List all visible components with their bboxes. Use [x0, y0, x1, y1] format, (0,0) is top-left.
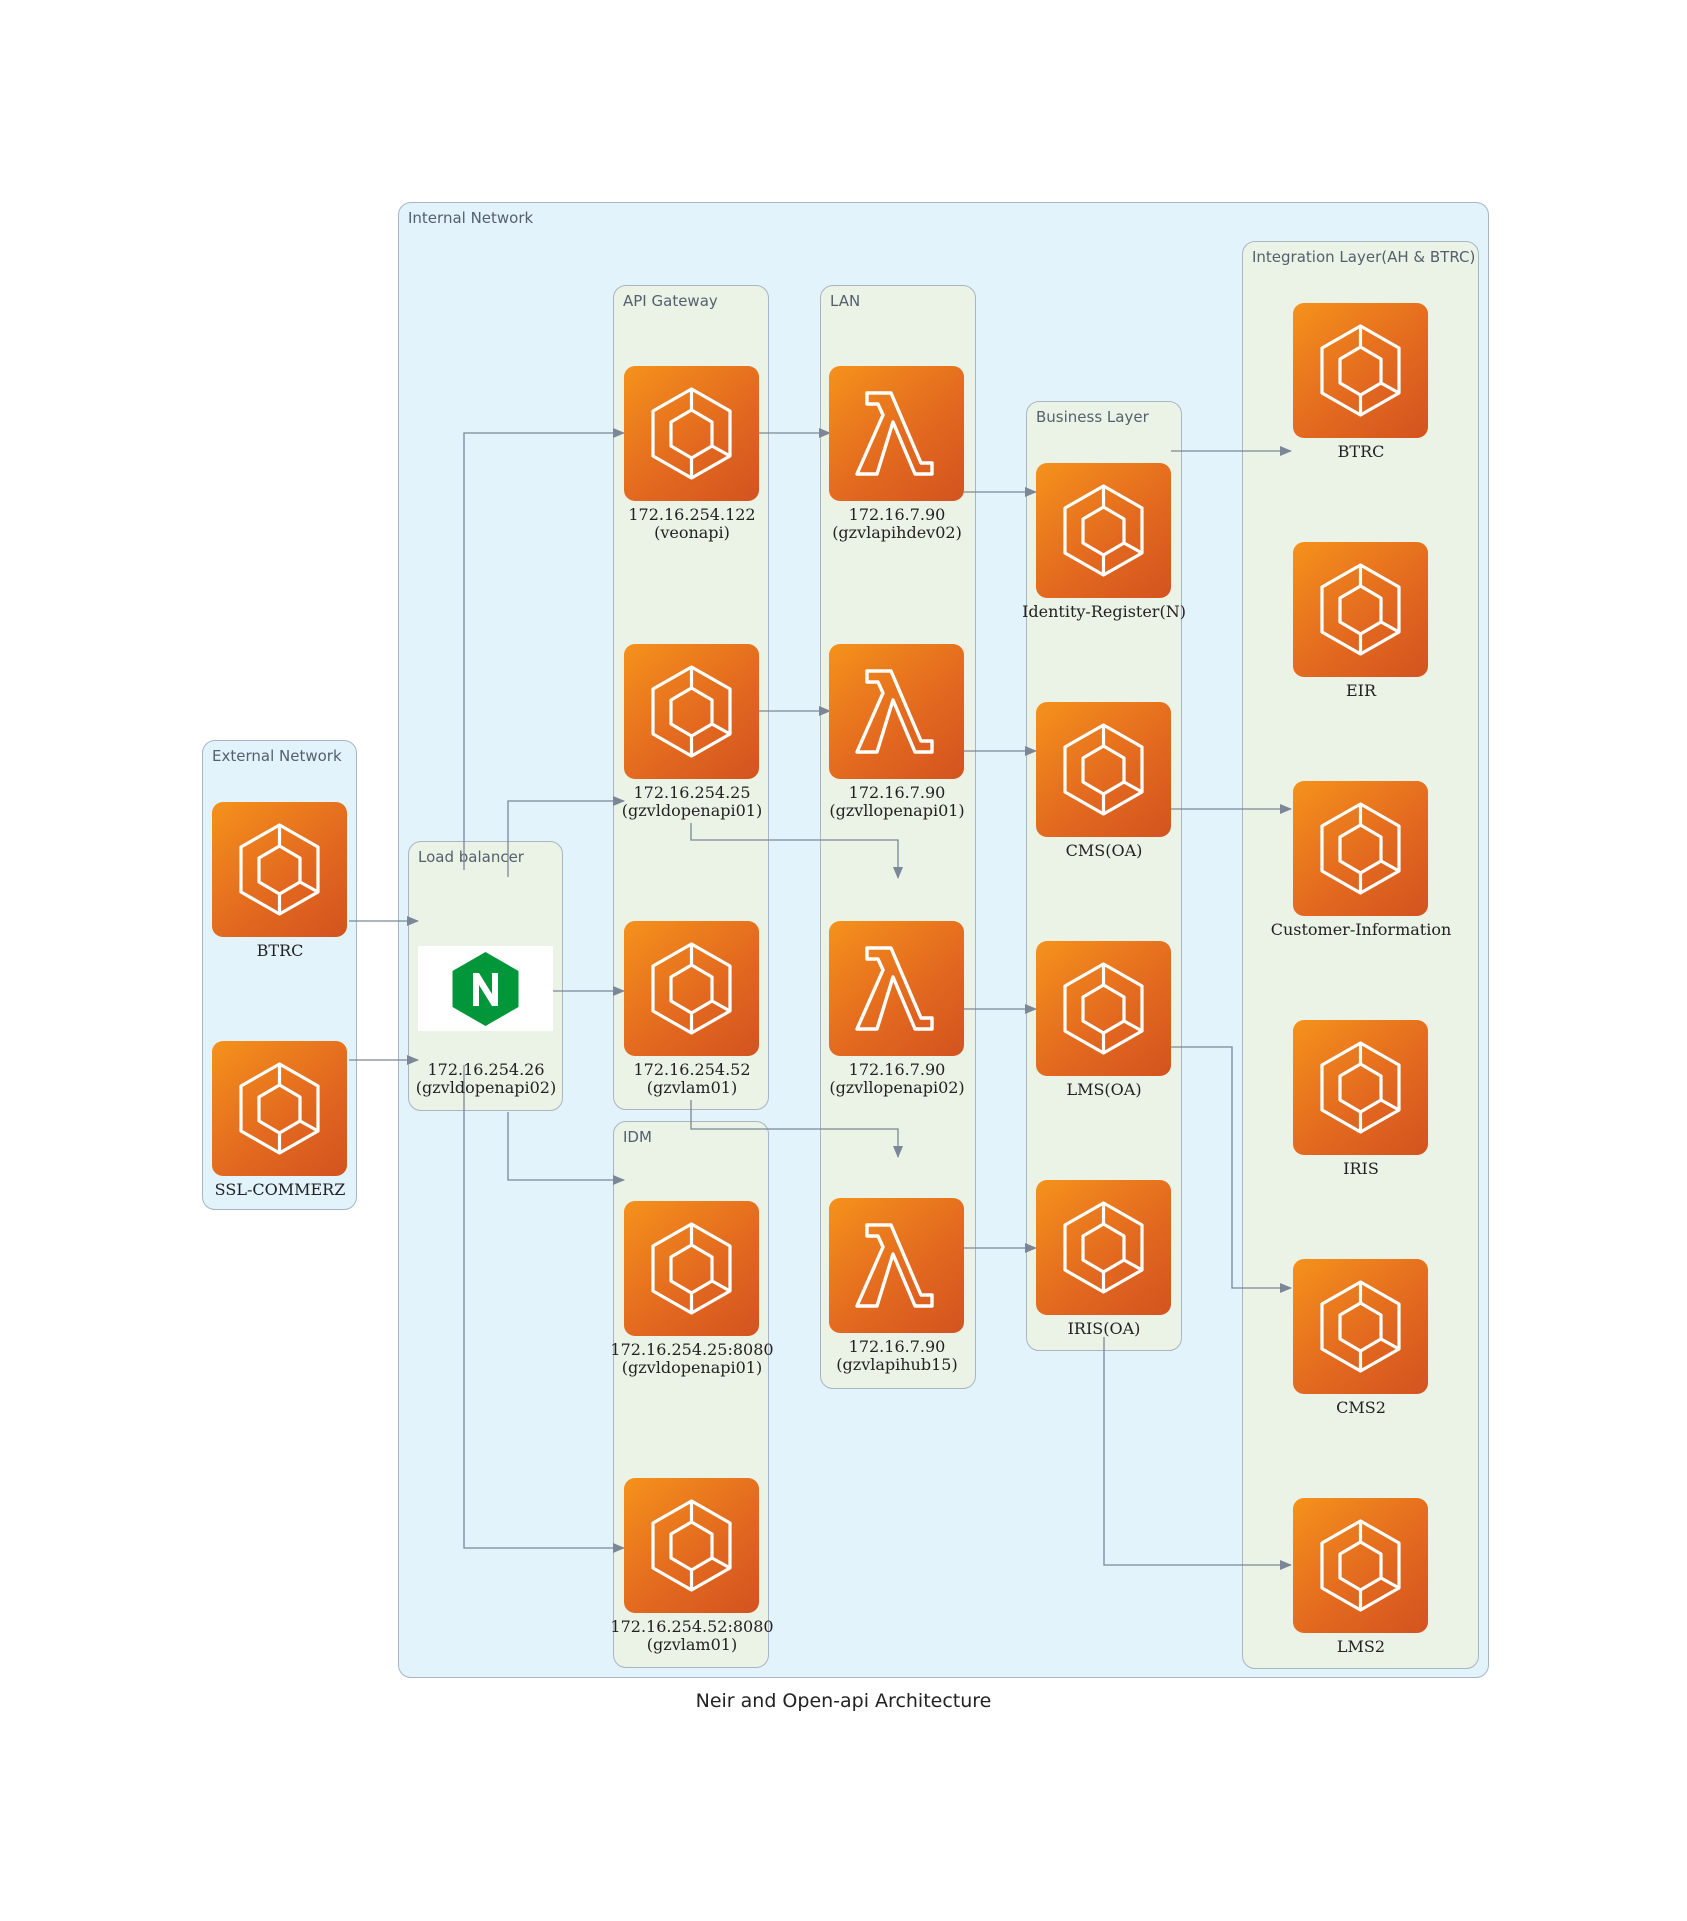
- node-label: BTRC: [1337, 442, 1385, 461]
- node-label: 172.16.254.26 (gzvldopenapi02): [371, 1061, 601, 1097]
- cluster-label: LAN: [830, 292, 861, 310]
- lambda-icon: [829, 366, 964, 501]
- node-host: (gzvllopenapi01): [829, 801, 965, 820]
- node-label: 172.16.254.52:8080 (gzvlam01): [577, 1618, 807, 1654]
- ecs-hexagon-icon: [1293, 1020, 1428, 1155]
- ecs-hexagon-icon: [624, 644, 759, 779]
- node-label: 172.16.7.90 (gzvllopenapi02): [782, 1061, 1012, 1097]
- cluster-label: Integration Layer(AH & BTRC): [1252, 248, 1476, 266]
- node-ip: 172.16.254.52: [633, 1060, 751, 1079]
- node-label: Identity-Register(N): [1022, 602, 1186, 621]
- edge-iris-to-lms2: [1103, 1337, 1292, 1570]
- node-host: (gzvldopenapi02): [415, 1078, 557, 1097]
- edge-api2-to-lan3: [690, 823, 903, 879]
- node-ip: 172.16.7.90: [848, 783, 946, 802]
- node-label: SSL-COMMERZ: [214, 1180, 346, 1199]
- node-label: CMS(OA): [1065, 841, 1143, 860]
- ecs-hexagon-icon: [1293, 303, 1428, 438]
- node-ip: 172.16.254.26: [427, 1060, 545, 1079]
- ecs-hexagon-icon: [1293, 1259, 1428, 1394]
- ecs-hexagon-icon: [1036, 1180, 1171, 1315]
- node-host: (veonapi): [654, 523, 730, 542]
- node-host: (gzvldopenapi01): [621, 1358, 763, 1377]
- cluster-label: API Gateway: [623, 292, 718, 310]
- node-label: CMS2: [1336, 1398, 1386, 1417]
- node-ip: 172.16.7.90: [848, 505, 946, 524]
- node-host: (gzvlapihub15): [836, 1355, 958, 1374]
- ecs-hexagon-icon: [212, 1041, 347, 1176]
- nginx-icon: [418, 946, 553, 1031]
- node-host: (gzvlam01): [646, 1078, 738, 1097]
- node-label: 172.16.7.90 (gzvllopenapi01): [782, 784, 1012, 820]
- node-label: 172.16.254.25 (gzvldopenapi01): [577, 784, 807, 820]
- cluster-label: IDM: [623, 1128, 652, 1146]
- node-label: 172.16.254.52 (gzvlam01): [577, 1061, 807, 1097]
- edge-lb-to-api2: [507, 796, 625, 877]
- lambda-icon: [829, 921, 964, 1056]
- ecs-hexagon-icon: [1036, 941, 1171, 1076]
- node-ip: 172.16.254.25:8080: [610, 1340, 774, 1359]
- node-label: LMS(OA): [1066, 1080, 1142, 1099]
- edge-api3-to-lan4: [690, 1100, 903, 1158]
- edge-lb-to-api1: [463, 428, 625, 870]
- ecs-hexagon-icon: [624, 1478, 759, 1613]
- node-label: IRIS(OA): [1067, 1319, 1141, 1338]
- ecs-hexagon-icon: [624, 921, 759, 1056]
- node-label: 172.16.254.25:8080 (gzvldopenapi01): [577, 1341, 807, 1377]
- node-host: (gzvllopenapi02): [829, 1078, 965, 1097]
- node-ip: 172.16.7.90: [848, 1337, 946, 1356]
- ecs-hexagon-icon: [1293, 542, 1428, 677]
- node-label: 172.16.7.90 (gzvlapihdev02): [782, 506, 1012, 542]
- cluster-integration-layer: Integration Layer(AH & BTRC): [1242, 241, 1479, 1669]
- ecs-hexagon-icon: [1036, 463, 1171, 598]
- ecs-hexagon-icon: [624, 1201, 759, 1336]
- ecs-hexagon-icon: [1293, 1498, 1428, 1633]
- node-host: (gzvldopenapi01): [621, 801, 763, 820]
- cluster-label: External Network: [212, 747, 342, 765]
- cluster-label: Internal Network: [408, 209, 534, 227]
- node-ip: 172.16.7.90: [848, 1060, 946, 1079]
- cluster-label: Business Layer: [1036, 408, 1149, 426]
- node-label: IRIS: [1343, 1159, 1379, 1178]
- node-label: EIR: [1345, 681, 1377, 700]
- edge-lms-to-cms2: [1171, 1046, 1292, 1293]
- node-label: LMS2: [1336, 1637, 1386, 1656]
- ecs-hexagon-icon: [624, 366, 759, 501]
- node-label: Customer-Information: [1270, 920, 1452, 939]
- diagram-title: Neir and Open-api Architecture: [695, 1690, 992, 1712]
- edge-lb-to-idm1: [507, 1112, 625, 1185]
- cluster-label: Load balancer: [418, 848, 524, 866]
- ecs-hexagon-icon: [1293, 781, 1428, 916]
- node-ip: 172.16.254.25: [633, 783, 751, 802]
- node-label: 172.16.254.122 (veonapi): [577, 506, 807, 542]
- node-ip: 172.16.254.122: [628, 505, 756, 524]
- node-label: 172.16.7.90 (gzvlapihub15): [782, 1338, 1012, 1374]
- node-ip: 172.16.254.52:8080: [610, 1617, 774, 1636]
- lambda-icon: [829, 644, 964, 779]
- ecs-hexagon-icon: [1036, 702, 1171, 837]
- node-host: (gzvlapihdev02): [832, 523, 962, 542]
- node-host: (gzvlam01): [646, 1635, 738, 1654]
- node-label: BTRC: [256, 941, 304, 960]
- lambda-icon: [829, 1198, 964, 1333]
- ecs-hexagon-icon: [212, 802, 347, 937]
- edge-lb-to-idm2: [463, 1065, 625, 1553]
